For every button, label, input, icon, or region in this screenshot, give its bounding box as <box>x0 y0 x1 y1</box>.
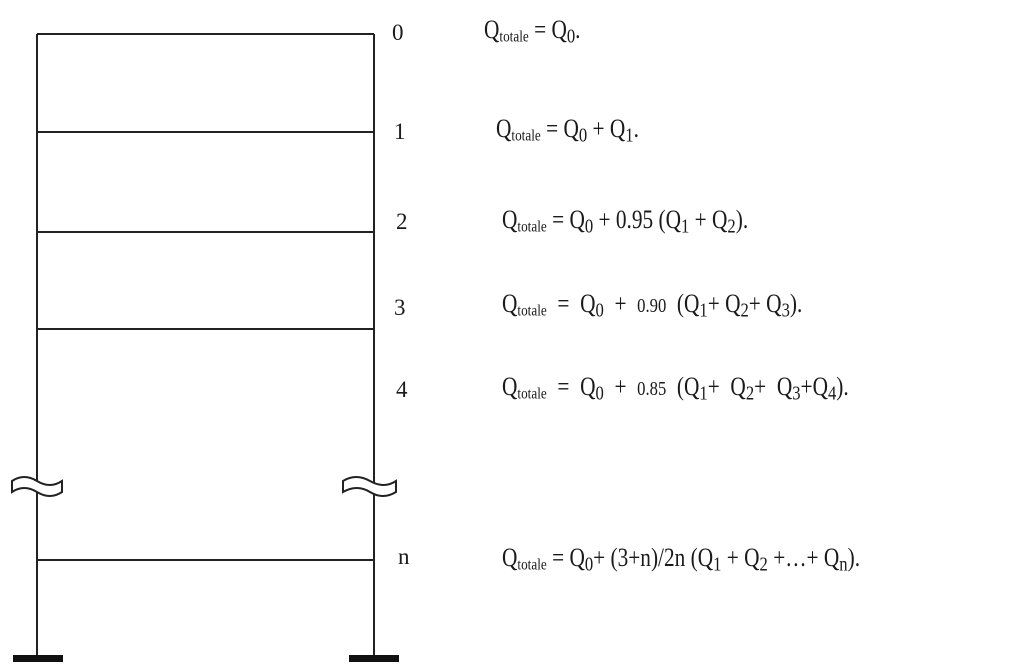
formula-term: + Q <box>587 114 626 143</box>
formula-subscript: 3 <box>781 299 790 322</box>
formula-lhs: Q <box>502 289 518 318</box>
formula-term: + Q <box>754 372 793 401</box>
formula-subscript: 0 <box>584 215 594 238</box>
formula-lhs-subscript: totale <box>517 556 547 574</box>
formula-coefficient: 0.90 <box>637 295 667 317</box>
formula-subscript: n <box>839 553 848 576</box>
formula-term: Q <box>551 15 567 44</box>
formula-term: + Q <box>689 205 728 234</box>
formula-subscript: 2 <box>745 382 755 405</box>
formula-floor-3: Qtotale = Q0 + 0.90 (Q1+ Q2+ Q3). <box>502 289 803 321</box>
formula-term: ). <box>735 205 749 234</box>
formula-equals: = <box>528 15 552 44</box>
formula-term: + Q <box>748 289 782 318</box>
formula-term: + Q <box>707 289 741 318</box>
floor-label-2: 2 <box>396 209 408 234</box>
formula-term: +Q <box>800 372 828 401</box>
formula-subscript: 2 <box>759 553 768 576</box>
formula-term: Q <box>569 543 585 572</box>
formula-term: Q <box>580 372 596 401</box>
formula-subscript: 0 <box>566 25 576 48</box>
formula-subscript: 0 <box>595 382 604 405</box>
formula-floor-n: Qtotale = Q0+ (3+n)/2n (Q1 + Q2 +…+ Qn). <box>502 543 861 575</box>
formula-term: . <box>633 114 639 143</box>
formula-term: + <box>603 372 638 401</box>
formula-term: + Q <box>707 372 746 401</box>
formula-subscript: 2 <box>740 299 749 322</box>
formula-subscript: 0 <box>595 299 604 322</box>
formula-lhs: Q <box>502 372 518 401</box>
formula-term: Q <box>569 205 585 234</box>
formula-term: (Q <box>666 289 700 318</box>
formula-floor-1: Qtotale = Q0 + Q1. <box>496 114 639 146</box>
formula-floor-4: Qtotale = Q0 + 0.85 (Q1+ Q2+ Q3+Q4). <box>502 372 849 404</box>
formula-term: + 0.95 (Q <box>593 205 681 234</box>
floor-label-3: 3 <box>394 295 406 320</box>
formula-subscript: 2 <box>727 215 736 238</box>
formula-lhs: Q <box>496 114 512 143</box>
formula-lhs-subscript: totale <box>517 218 547 236</box>
formula-subscript: 1 <box>699 382 708 405</box>
right-fixed-support <box>349 655 399 662</box>
formula-lhs-subscript: totale <box>511 127 541 145</box>
formula-floor-2: Qtotale = Q0 + 0.95 (Q1 + Q2). <box>502 205 749 237</box>
floor-label-4: 4 <box>396 377 408 402</box>
formula-coefficient: 0.85 <box>637 378 667 400</box>
right-break-symbol <box>342 476 397 497</box>
formula-term: +…+ Q <box>767 543 840 572</box>
left-fixed-support <box>13 655 63 662</box>
formula-subscript: 1 <box>699 299 708 322</box>
formula-equals: = <box>546 543 570 572</box>
formula-term: Q <box>563 114 579 143</box>
formula-subscript: 0 <box>584 553 594 576</box>
formula-equals: = <box>546 289 581 318</box>
formula-subscript: 1 <box>680 215 690 238</box>
formula-lhs-subscript: totale <box>517 302 547 320</box>
formula-term: ). <box>847 543 861 572</box>
formula-term: + (3+n)/2n (Q <box>593 543 714 572</box>
formula-subscript: 0 <box>578 124 588 147</box>
formula-lhs: Q <box>502 543 518 572</box>
formula-subscript: 1 <box>625 124 634 147</box>
formula-term: . <box>575 15 581 44</box>
formula-term: ). <box>836 372 849 401</box>
formula-lhs: Q <box>502 205 518 234</box>
formula-subscript: 4 <box>827 382 837 405</box>
formula-term: + <box>603 289 638 318</box>
formula-floor-0: Qtotale = Q0. <box>484 15 581 47</box>
formula-term: (Q <box>666 372 700 401</box>
formula-term: + Q <box>721 543 760 572</box>
floor-label-n: n <box>398 544 410 569</box>
formula-subscript: 3 <box>792 382 801 405</box>
formula-lhs-subscript: totale <box>517 385 547 403</box>
formula-equals: = <box>540 114 564 143</box>
formula-equals: = <box>546 372 581 401</box>
formula-term: ). <box>789 289 803 318</box>
left-break-symbol <box>11 476 63 497</box>
floor-label-0: 0 <box>392 20 404 45</box>
floor-label-1: 1 <box>394 119 406 144</box>
formula-lhs: Q <box>484 15 500 44</box>
formula-term: Q <box>580 289 596 318</box>
formula-lhs-subscript: totale <box>499 28 529 46</box>
formula-equals: = <box>546 205 570 234</box>
formula-subscript: 1 <box>713 553 722 576</box>
